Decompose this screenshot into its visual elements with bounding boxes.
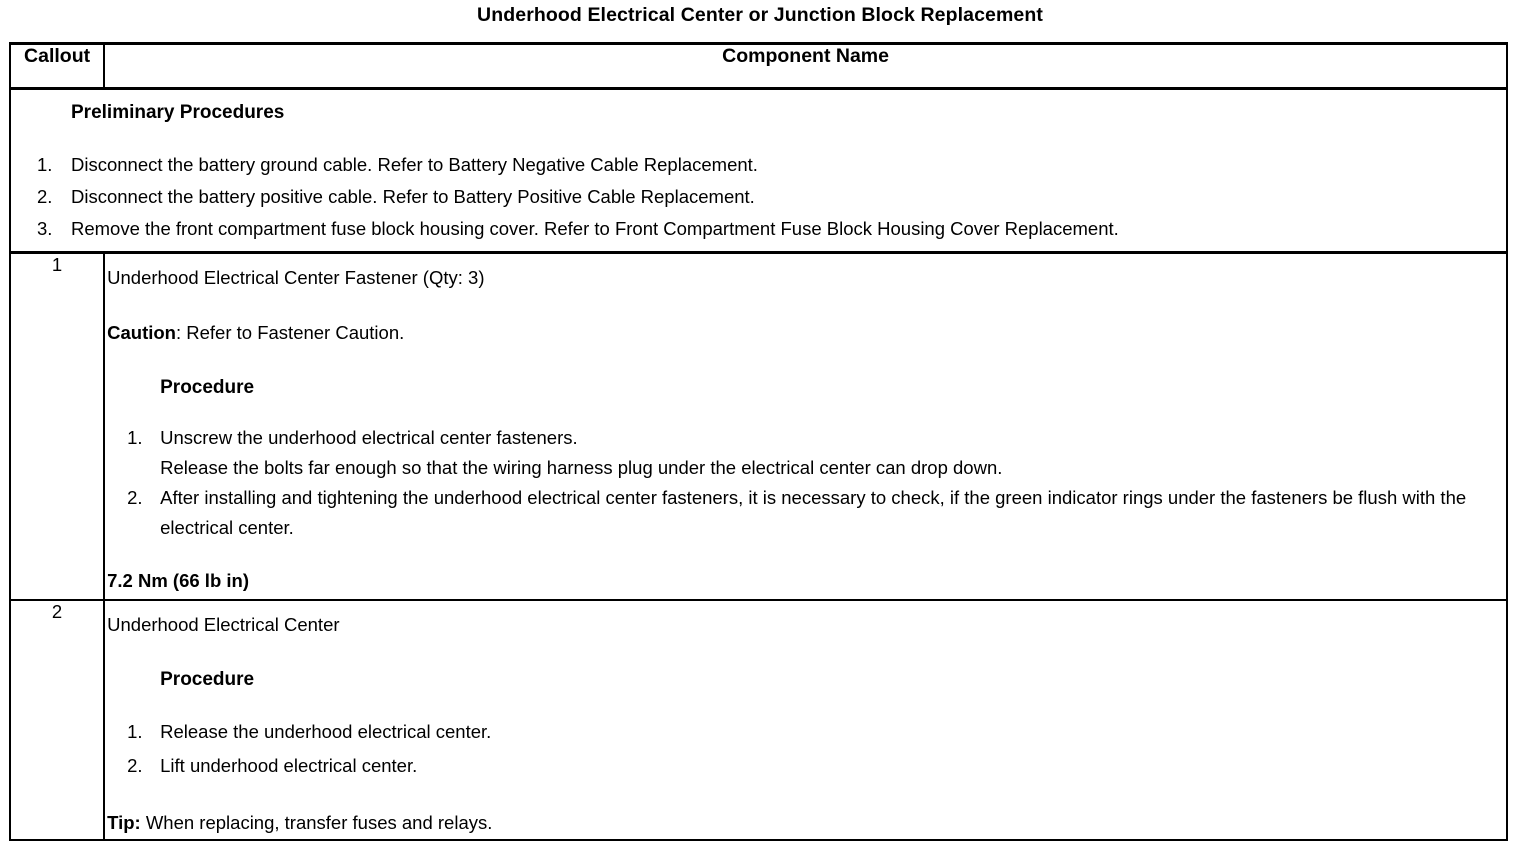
procedure-steps-list-1: 1. Unscrew the underhood electrical cent… bbox=[105, 423, 1506, 543]
list-item: 3. Remove the front compartment fuse blo… bbox=[37, 213, 1506, 251]
step-number: 2. bbox=[127, 487, 143, 508]
tip-note: Tip: When replacing, transfer fuses and … bbox=[107, 811, 1506, 835]
callout-number-1: 1 bbox=[8, 251, 106, 601]
step-continuation: Release the bolts far enough so that the… bbox=[160, 457, 1003, 478]
step-number: 1. bbox=[127, 427, 143, 448]
list-item: 1. Disconnect the battery ground cable. … bbox=[37, 149, 1506, 181]
caution-note: Caution: Refer to Fastener Caution. bbox=[107, 321, 1506, 345]
procedure-heading-1: Procedure bbox=[160, 377, 255, 398]
component-cell-1: Underhood Electrical Center Fastener (Qt… bbox=[103, 251, 1508, 601]
procedure-heading-2: Procedure bbox=[160, 669, 255, 690]
preliminary-procedures-row: Preliminary Procedures 1. Disconnect the… bbox=[9, 87, 1508, 254]
table-header-row: Callout Component Name bbox=[8, 42, 1508, 90]
torque-specification: 7.2 Nm (66 lb in) bbox=[107, 570, 249, 591]
callout-number-2: 2 bbox=[8, 599, 106, 841]
preliminary-procedures-cell: Preliminary Procedures 1. Disconnect the… bbox=[9, 87, 1508, 254]
table-row: 1 Underhood Electrical Center Fastener (… bbox=[8, 251, 1508, 601]
step-number: 3. bbox=[37, 218, 53, 239]
step-number: 2. bbox=[37, 186, 53, 207]
preliminary-procedures-heading: Preliminary Procedures bbox=[71, 102, 285, 123]
step-number: 1. bbox=[127, 721, 143, 742]
caution-label: Caution bbox=[107, 322, 176, 343]
list-item: 2. Disconnect the battery positive cable… bbox=[37, 181, 1506, 213]
step-text: Unscrew the underhood electrical center … bbox=[160, 427, 578, 448]
step-text: Lift underhood electrical center. bbox=[160, 755, 418, 776]
column-header-callout: Callout bbox=[8, 42, 106, 90]
preliminary-steps-list: 1. Disconnect the battery ground cable. … bbox=[11, 149, 1506, 251]
step-number: 1. bbox=[37, 154, 53, 175]
tip-label: Tip: bbox=[107, 812, 141, 833]
column-header-component-name: Component Name bbox=[103, 42, 1508, 90]
list-item: 2. Lift underhood electrical center. bbox=[127, 749, 1506, 783]
component-cell-2: Underhood Electrical Center Procedure 1.… bbox=[103, 599, 1508, 841]
caution-text: : Refer to Fastener Caution. bbox=[175, 322, 405, 343]
list-item: 2. After installing and tightening the u… bbox=[127, 483, 1506, 543]
procedure-steps-list-2: 1. Release the underhood electrical cent… bbox=[105, 715, 1506, 783]
list-item: 1. Release the underhood electrical cent… bbox=[127, 715, 1506, 749]
procedure-table: Callout Component Name Preliminary Proce… bbox=[8, 42, 1508, 841]
step-text: Disconnect the battery ground cable. Ref… bbox=[71, 154, 758, 175]
page-title: Underhood Electrical Center or Junction … bbox=[477, 4, 1043, 26]
step-text: Release the underhood electrical center. bbox=[160, 721, 492, 742]
step-text: After installing and tightening the unde… bbox=[160, 487, 1467, 538]
step-number: 2. bbox=[127, 755, 143, 776]
component-name-2: Underhood Electrical Center bbox=[107, 614, 340, 635]
table-row: 2 Underhood Electrical Center Procedure … bbox=[8, 599, 1508, 841]
tip-text: When replacing, transfer fuses and relay… bbox=[140, 812, 493, 833]
step-text: Disconnect the battery positive cable. R… bbox=[71, 186, 755, 207]
list-item: 1. Unscrew the underhood electrical cent… bbox=[127, 423, 1506, 483]
step-text: Remove the front compartment fuse block … bbox=[71, 218, 1119, 239]
component-name-1: Underhood Electrical Center Fastener (Qt… bbox=[107, 267, 485, 288]
